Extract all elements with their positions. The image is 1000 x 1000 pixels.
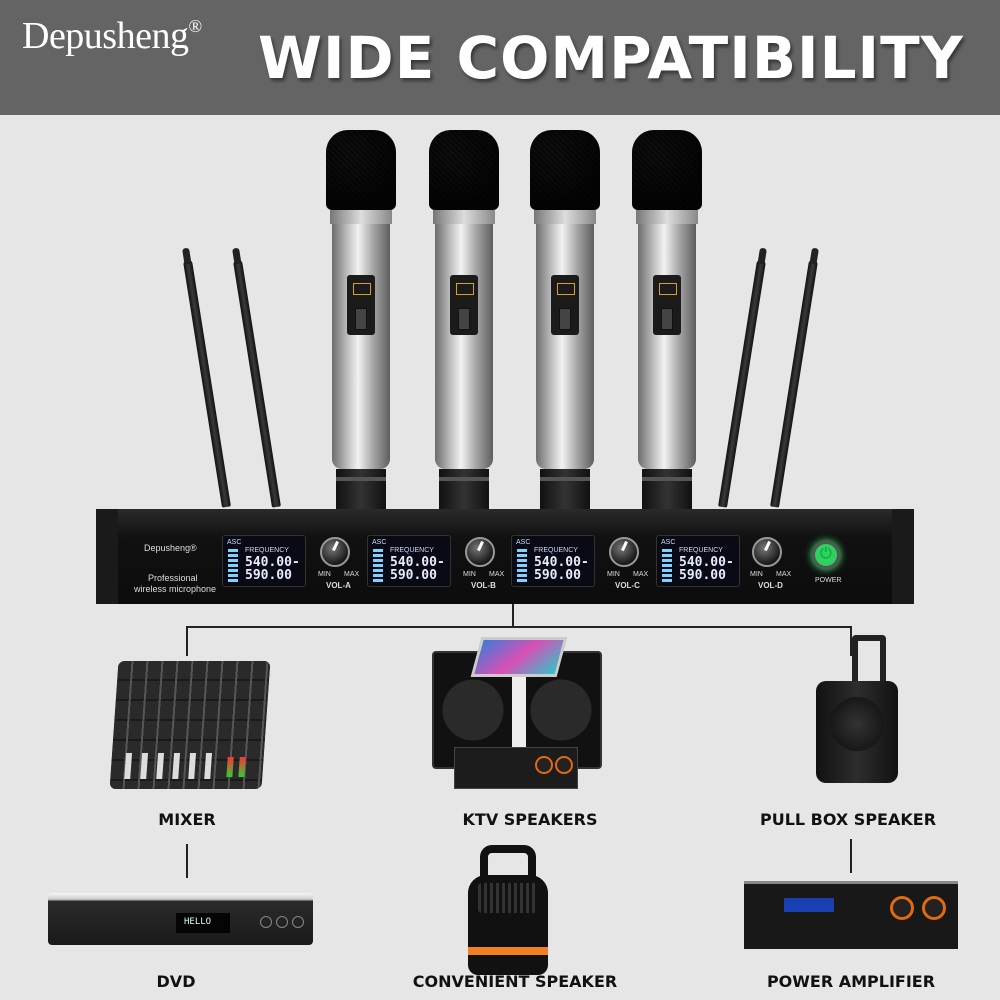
power-label: POWER — [815, 577, 842, 584]
power-button[interactable] — [812, 541, 840, 569]
mixer-image — [109, 661, 271, 789]
mic-switch — [458, 308, 470, 330]
antenna — [182, 259, 231, 508]
ktv-amplifier — [454, 747, 578, 789]
mic-display — [551, 275, 579, 335]
connector-line — [850, 626, 852, 656]
label-power-amplifier: POWER AMPLIFIER — [766, 972, 936, 991]
connector-line — [186, 844, 188, 878]
antenna — [770, 259, 819, 508]
antenna — [718, 259, 767, 508]
volume-knob-d[interactable] — [752, 537, 782, 567]
header-banner: Depusheng® WIDE COMPATIBILITY — [0, 0, 1000, 115]
pullbox-handle — [852, 635, 886, 683]
channel-display-b: ASC FREQUENCY 540.00-590.00 — [367, 535, 451, 587]
mic-grille — [326, 130, 396, 210]
mic-grille — [429, 130, 499, 210]
product-scene: Depusheng® Professional wireless microph… — [0, 115, 1000, 1000]
channel-display-a: ASC FREQUENCY 540.00-590.00 — [222, 535, 306, 587]
dvd-display: HELLO — [176, 913, 230, 933]
microphone — [632, 130, 702, 520]
receiver-brand: Depusheng® — [144, 543, 197, 553]
pullbox-speaker-image — [816, 681, 898, 783]
mic-grille — [632, 130, 702, 210]
connector-line — [512, 604, 514, 628]
label-dvd: DVD — [156, 972, 196, 991]
connector-line — [850, 839, 852, 873]
channel-display-d: ASC FREQUENCY 540.00-590.00 — [656, 535, 740, 587]
microphone — [530, 130, 600, 520]
mic-switch — [559, 308, 571, 330]
connector-line — [186, 626, 852, 628]
mic-switch — [661, 308, 673, 330]
convenient-speaker-image — [468, 845, 548, 975]
microphone — [326, 130, 396, 520]
volume-knob-a[interactable] — [320, 537, 350, 567]
connector-line — [186, 626, 188, 656]
label-pull-box-speaker: PULL BOX SPEAKER — [759, 810, 937, 829]
brand-logo: Depusheng® — [22, 15, 202, 57]
ktv-stand — [512, 675, 526, 755]
mic-grille — [530, 130, 600, 210]
dvd-player-image: HELLO — [48, 893, 313, 945]
label-mixer: MIXER — [158, 810, 216, 829]
power-amplifier-image — [744, 881, 958, 949]
volume-knob-c[interactable] — [609, 537, 639, 567]
label-convenient-speaker: CONVENIENT SPEAKER — [412, 972, 618, 991]
receiver-label: Professional — [148, 573, 198, 583]
wireless-receiver: Depusheng® Professional wireless microph… — [96, 509, 914, 604]
receiver-label: wireless microphone — [134, 584, 217, 594]
volume-knob-b[interactable] — [465, 537, 495, 567]
ktv-tablet — [470, 637, 568, 677]
mic-switch — [355, 308, 367, 330]
microphone — [429, 130, 499, 520]
label-ktv-speakers: KTV SPEAKERS — [462, 810, 598, 829]
antenna — [232, 259, 281, 508]
channel-display-c: ASC FREQUENCY 540.00-590.00 — [511, 535, 595, 587]
page-title: WIDE COMPATIBILITY — [258, 24, 964, 92]
